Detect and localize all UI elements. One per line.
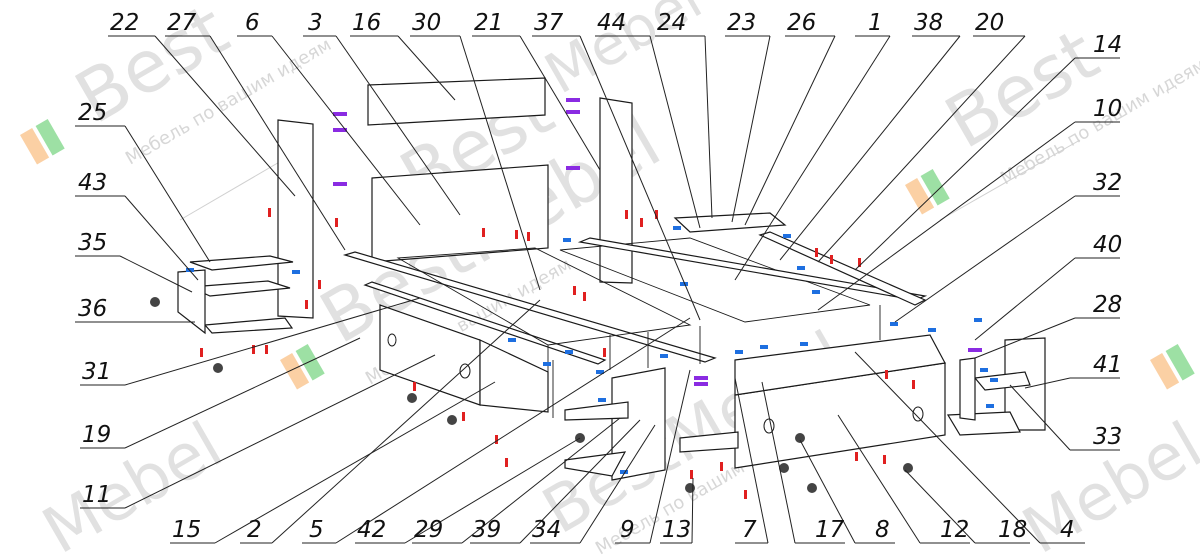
hardware-feet xyxy=(150,297,913,493)
callout-21: 21 xyxy=(474,10,503,36)
drawer-left-handle-2 xyxy=(387,333,397,347)
callout-labels: 22 27 6 3 16 30 21 37 44 24 23 26 1 38 2… xyxy=(78,10,1122,543)
callout-4: 4 xyxy=(1060,517,1075,543)
watermark-logo-far-right xyxy=(1150,344,1195,390)
nightstand-right-bottom xyxy=(946,411,1021,436)
callout-15: 15 xyxy=(172,517,201,543)
callout-3: 3 xyxy=(308,10,323,36)
nightstand-right-back xyxy=(959,357,976,421)
panel-left-post xyxy=(277,119,314,319)
platform-right xyxy=(559,237,871,323)
watermark-brand-tail-bottom-left: Mebel xyxy=(31,409,235,559)
callout-20: 20 xyxy=(975,10,1004,36)
callout-13: 13 xyxy=(662,517,691,543)
panel-footboard-step-3 xyxy=(679,431,739,453)
callout-5: 5 xyxy=(309,517,324,543)
callout-41: 41 xyxy=(1093,352,1122,378)
callout-37: 37 xyxy=(534,10,564,36)
callout-27: 27 xyxy=(167,10,197,36)
callout-8: 8 xyxy=(875,517,890,543)
fasteners-blue xyxy=(186,226,998,474)
callout-35: 35 xyxy=(78,230,107,256)
panel-footboard-step-2 xyxy=(564,401,629,421)
panel-side-rail-right-2 xyxy=(758,231,927,306)
callout-36: 36 xyxy=(78,296,107,322)
callout-42: 42 xyxy=(357,517,386,543)
callout-10: 10 xyxy=(1093,96,1122,122)
callout-11: 11 xyxy=(82,482,111,508)
panel-headboard xyxy=(371,164,549,263)
callout-31: 31 xyxy=(82,359,111,385)
fasteners-purple xyxy=(333,98,982,386)
callout-39: 39 xyxy=(472,517,501,543)
callout-30: 30 xyxy=(412,10,441,36)
callout-32: 32 xyxy=(1093,170,1122,196)
callout-43: 43 xyxy=(78,170,107,196)
panel-footboard-step xyxy=(564,451,627,477)
callout-17: 17 xyxy=(815,517,845,543)
callout-29: 29 xyxy=(414,517,443,543)
callout-33: 33 xyxy=(1093,424,1122,450)
nightstand-left-bottom xyxy=(203,317,294,334)
callout-44: 44 xyxy=(597,10,626,36)
watermark-logo-right xyxy=(905,169,950,215)
drawer-right-handle-2 xyxy=(912,406,924,422)
callout-18: 18 xyxy=(998,517,1027,543)
callout-28: 28 xyxy=(1093,292,1122,318)
callout-38: 38 xyxy=(914,10,943,36)
callout-23: 23 xyxy=(727,10,756,36)
platform-left xyxy=(396,247,692,346)
panel-side-rail-right xyxy=(577,237,928,301)
callout-12: 12 xyxy=(940,517,969,543)
leader-lines xyxy=(75,35,1120,544)
nightstand-left-side xyxy=(177,269,206,335)
callout-1: 1 xyxy=(868,10,883,36)
panel-right-post xyxy=(599,97,633,284)
callout-16: 16 xyxy=(352,10,381,36)
nightstand-right-shelf xyxy=(973,371,1031,391)
callout-26: 26 xyxy=(787,10,816,36)
callout-22: 22 xyxy=(110,10,139,36)
fasteners-red xyxy=(200,208,915,499)
callout-34: 34 xyxy=(532,517,561,543)
panel-headboard-rail xyxy=(367,77,546,126)
drawer-left-handle xyxy=(459,363,471,379)
callout-19: 19 xyxy=(82,422,111,448)
callout-9: 9 xyxy=(620,517,635,543)
callout-2: 2 xyxy=(247,517,262,543)
callout-24: 24 xyxy=(657,10,686,36)
nightstand-left-top xyxy=(189,255,294,271)
callout-14: 14 xyxy=(1093,32,1122,58)
watermark-logo-left xyxy=(19,118,65,165)
callout-7: 7 xyxy=(742,517,757,543)
assembly-drawing xyxy=(150,77,1046,499)
watermark-logo-center xyxy=(280,344,325,390)
drawer-small-top xyxy=(673,212,787,233)
callout-25: 25 xyxy=(78,100,107,126)
panel-footboard-side xyxy=(611,367,666,481)
callout-6: 6 xyxy=(245,10,260,36)
drawer-right-top xyxy=(734,334,946,396)
callout-40: 40 xyxy=(1093,232,1122,258)
drawer-left-side xyxy=(479,339,549,413)
